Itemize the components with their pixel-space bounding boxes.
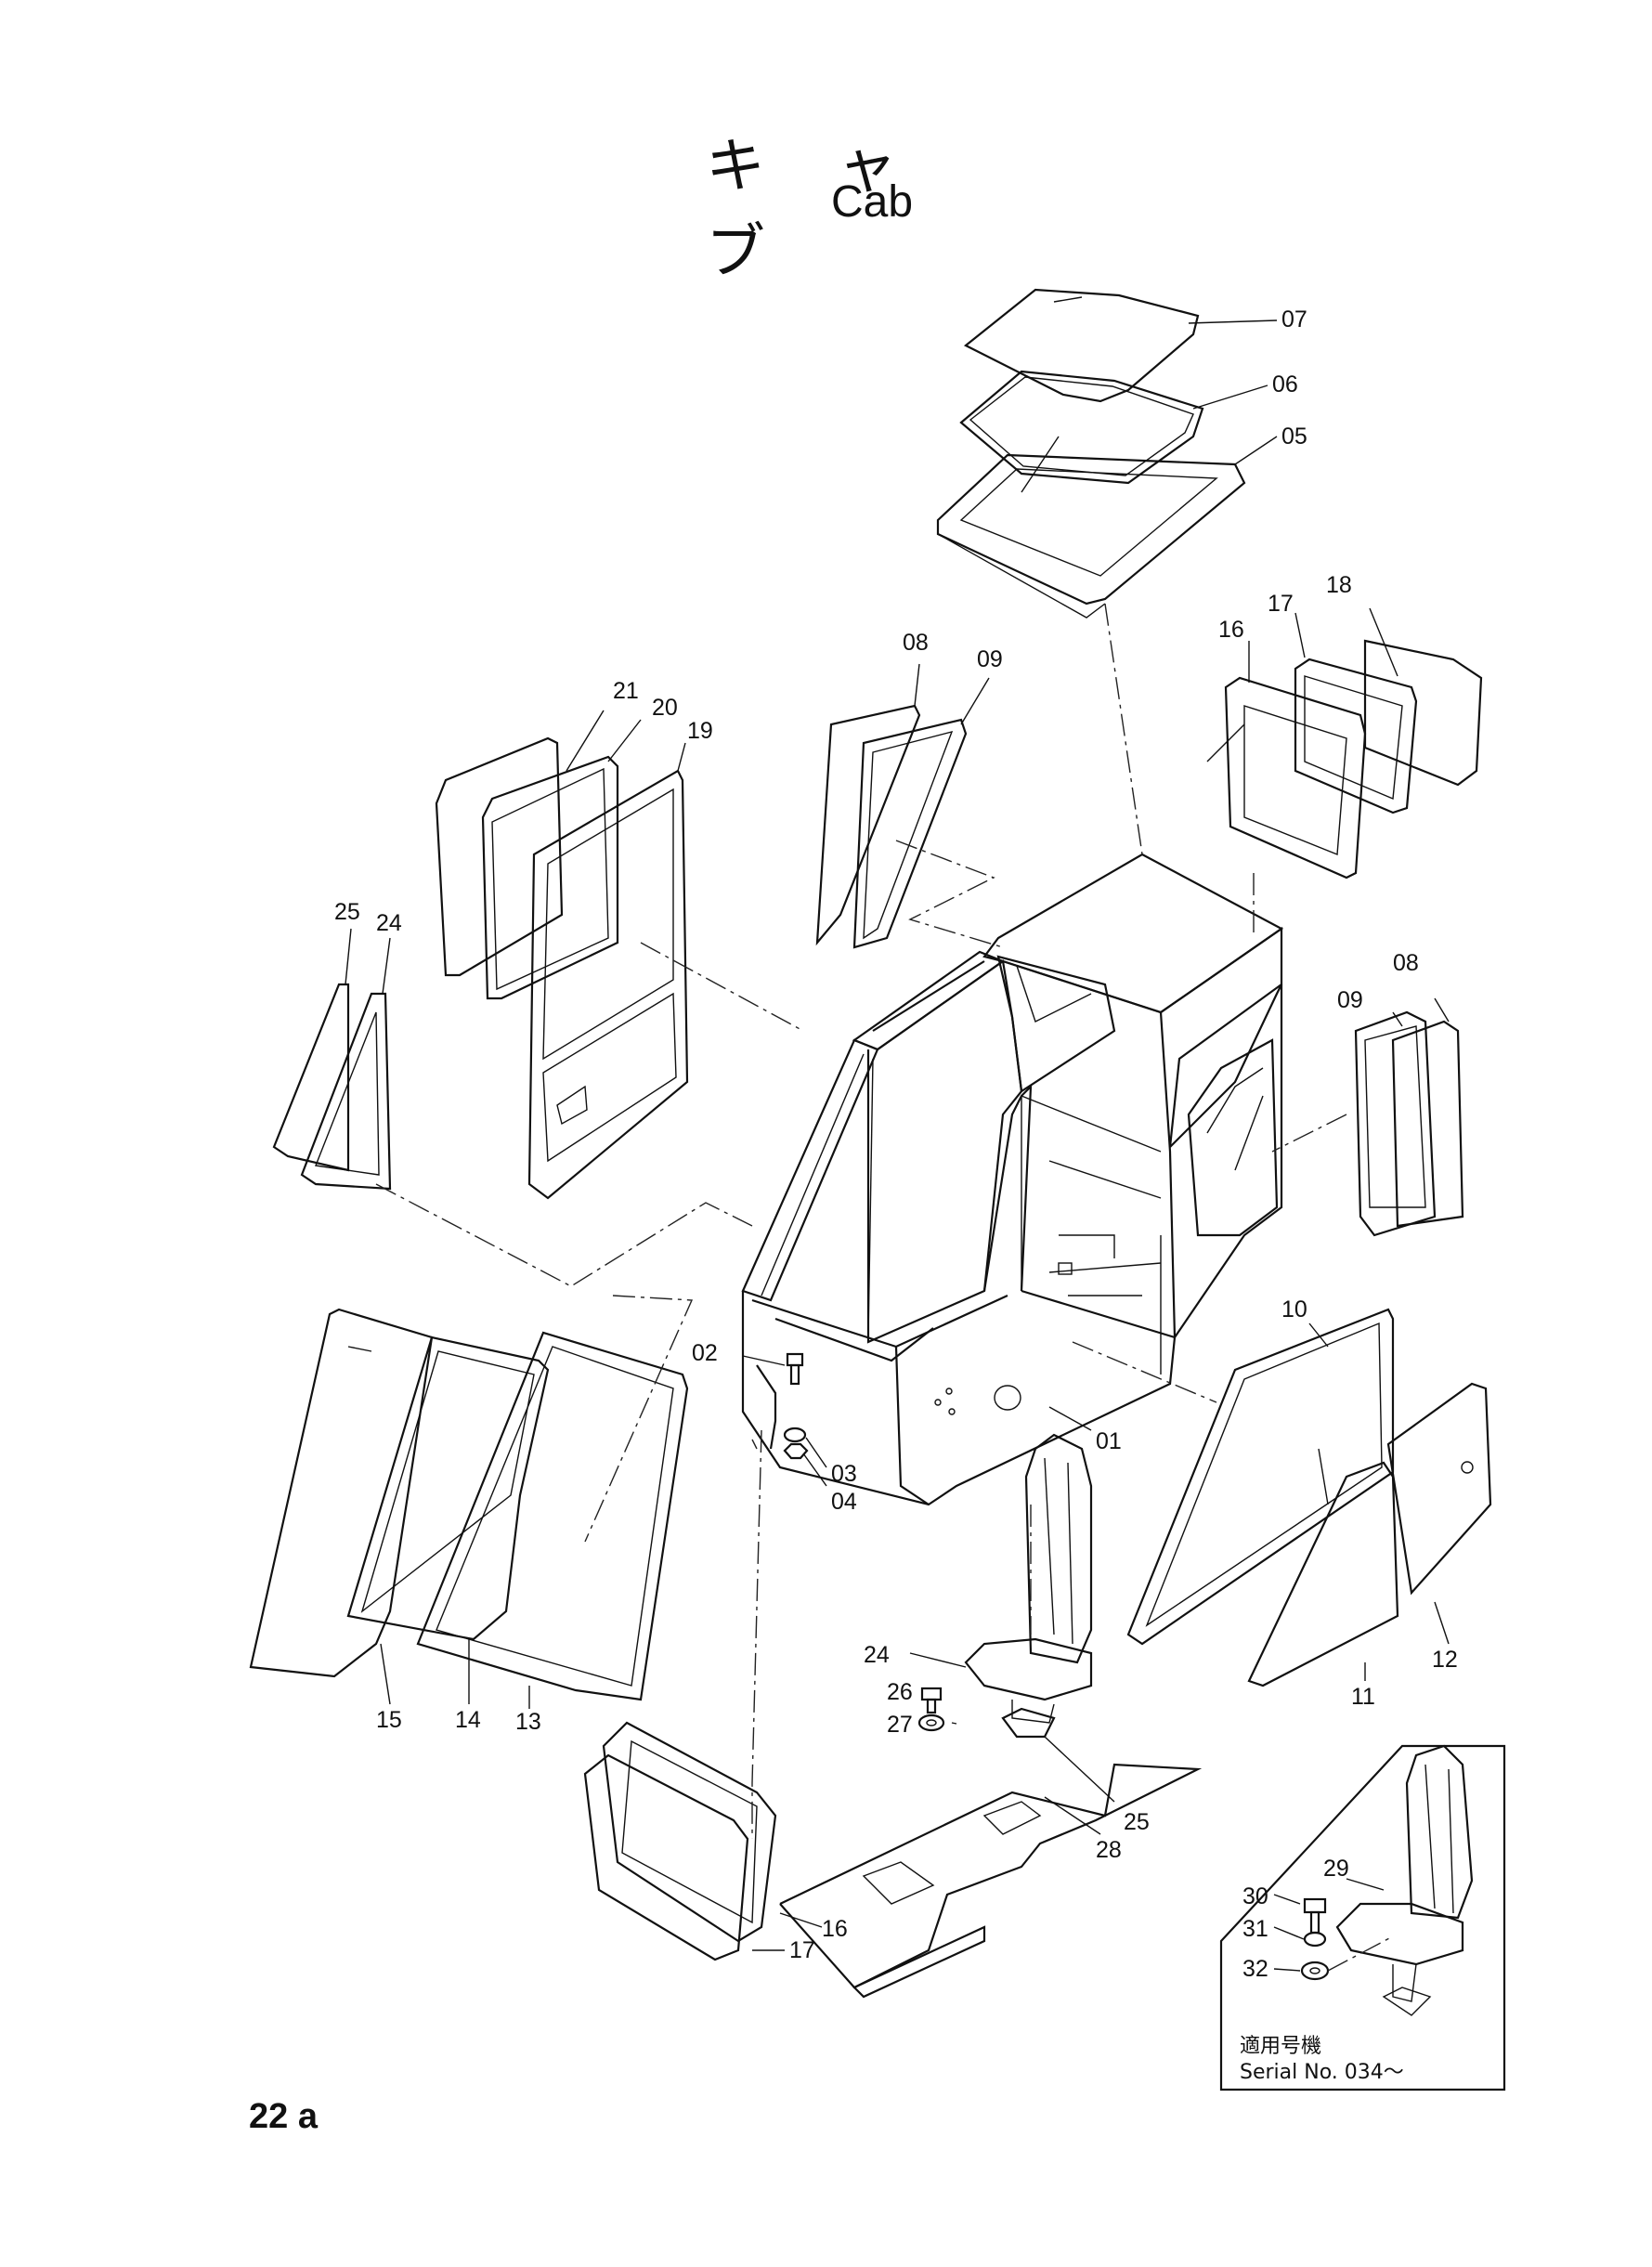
bolt-28: [920, 1687, 943, 1714]
part-label: 15: [376, 1707, 402, 1733]
seat-26: [964, 1433, 1093, 1724]
part-label: 13: [515, 1709, 541, 1735]
washer-33: [1303, 1931, 1327, 1948]
rear-window-glass-20: [1363, 639, 1483, 787]
part-label: 25: [334, 899, 360, 925]
rear-window-frame-18: [1206, 676, 1367, 879]
part-label: 07: [1281, 306, 1307, 332]
page-title-japanese: キャブ: [706, 133, 969, 287]
front-frame-13: [416, 1331, 689, 1701]
part-label: 06: [1272, 371, 1298, 397]
front-seal-14: [346, 1335, 550, 1641]
seat-31: [1335, 1744, 1474, 2016]
part-label: 01: [1096, 1428, 1122, 1454]
part-label: 32: [1242, 1956, 1268, 1982]
lower-window-glass-17: [583, 1753, 749, 1961]
part-label: 16: [1218, 617, 1244, 643]
part-label: 11: [1351, 1684, 1375, 1710]
part-label: 21: [613, 678, 639, 704]
floor-plate-30: [779, 1763, 1203, 1999]
part-label: 30: [1242, 1883, 1268, 1909]
part-label: 14: [455, 1707, 481, 1733]
part-label: 24: [864, 1642, 890, 1668]
part-labels: 07 06 05 08 09 16 17 18 21 20 19 25 24 0…: [334, 306, 1458, 1982]
part-label: 17: [1268, 591, 1294, 617]
part-label: 24: [376, 910, 402, 936]
part-label: 26: [887, 1679, 913, 1705]
triangle-seal-24: [300, 992, 392, 1191]
cab-body-01: [741, 853, 1284, 1506]
part-label: 05: [1281, 423, 1307, 449]
part-label: 02: [692, 1340, 718, 1366]
front-window-frame-10: [1126, 1308, 1395, 1646]
quarter-glass-08-right: [1391, 1020, 1464, 1228]
part-label: 16: [822, 1916, 848, 1942]
bolt-32: [1303, 1897, 1327, 1935]
part-label: 25: [1124, 1809, 1150, 1835]
lower-glass-12: [1386, 1382, 1492, 1596]
part-label: 29: [1323, 1856, 1349, 1882]
roof-hatch-frame-05: [936, 436, 1246, 619]
roof-glass-07: [963, 288, 1200, 403]
nut-04: [783, 1442, 809, 1460]
page-number: 22 a: [249, 2097, 318, 2136]
part-label: 27: [887, 1712, 913, 1738]
rear-window-seal-19: [1294, 658, 1418, 814]
page-title-english: Cab: [831, 177, 914, 227]
washer-03: [783, 1427, 807, 1443]
part-label: 04: [831, 1489, 857, 1515]
part-label: 08: [903, 630, 929, 656]
front-glass-15: [249, 1308, 434, 1678]
roof-seal-06: [959, 370, 1204, 485]
part-label: 12: [1432, 1647, 1458, 1673]
door-seal-22: [481, 755, 619, 1000]
washer-34: [1300, 1961, 1330, 1981]
part-label: 20: [652, 695, 678, 721]
inset-note-serial: Serial No. 034～: [1240, 2061, 1404, 2084]
lower-window-seal-16: [602, 1721, 777, 1943]
part-label: 17: [789, 1937, 815, 1963]
assembly-lines: [375, 603, 1347, 1839]
triangle-glass-25: [272, 983, 350, 1172]
washer-29: [917, 1713, 945, 1732]
part-label: 10: [1281, 1296, 1307, 1322]
quarter-seal-09-right: [1354, 1010, 1437, 1237]
part-label: 28: [1096, 1837, 1122, 1863]
part-label: 08: [1393, 950, 1419, 976]
part-label: 18: [1326, 572, 1352, 598]
part-label: 19: [687, 718, 713, 744]
inset-note-japanese: 適用号機: [1240, 2035, 1321, 2058]
label-leaders: [345, 319, 1450, 1951]
part-label: 31: [1242, 1916, 1268, 1942]
quarter-seal-09-left: [852, 718, 968, 949]
quarter-glass-08-left: [815, 704, 921, 946]
inset-box: 適用号機 Serial No. 034～: [1219, 1744, 1506, 2091]
door-frame-21: [527, 769, 689, 1200]
part-label: 09: [1337, 987, 1363, 1013]
seat-mount-27: [1001, 1707, 1056, 1739]
door-glass-23: [435, 736, 564, 977]
part-label: 03: [831, 1461, 857, 1487]
bolt-02: [786, 1352, 804, 1386]
part-label: 09: [977, 646, 1003, 672]
